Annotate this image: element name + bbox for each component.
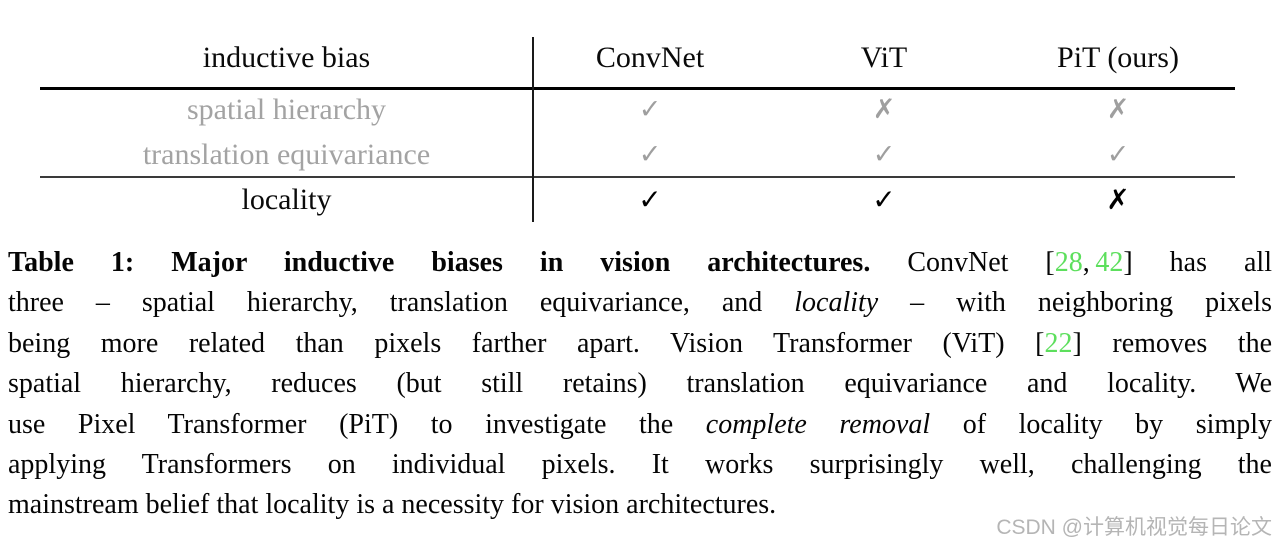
col-header-pit: PiT (ours) [1057,41,1179,74]
row-label-translation-equivariance: translation equivariance [142,137,431,171]
table-caption: Table 1: Major inductive biases in visio… [8,243,1272,526]
row-label-spatial-hierarchy: spatial hierarchy [186,92,387,126]
caption-title: Table 1: Major inductive biases in visio… [8,247,871,278]
cross-icon: ✗ [1106,182,1130,216]
caption-text: of locality by simply [930,408,1272,440]
caption-text: spatial hierarchy, reduces (but still re… [8,368,1272,400]
caption-line: mainstream belief that locality is a nec… [8,485,1272,525]
table-rule-header [40,87,1235,90]
caption-line: applying Transformers on individual pixe… [8,445,1272,485]
caption-text: three – spatial hierarchy, translation e… [8,287,795,319]
inductive-bias-table: inductive bias ConvNet ViT PiT (ours) sp… [40,37,1235,222]
caption-line: three – spatial hierarchy, translation e… [8,283,1272,323]
check-icon: ✓ [638,182,662,216]
col-header-convnet: ConvNet [595,41,705,74]
cross-icon: ✗ [1106,94,1130,125]
check-icon: ✓ [872,139,896,170]
check-icon: ✓ [638,94,662,125]
caption-line: spatial hierarchy, reduces (but still re… [8,364,1272,404]
csdn-watermark: CSDN @计算机视觉每日论文 [996,516,1272,539]
check-icon: ✓ [872,182,896,216]
caption-line: use Pixel Transformer (PiT) to investiga… [8,405,1272,445]
row-label-locality: locality [241,182,332,216]
caption-emphasis: locality [794,287,879,319]
caption-text: ] removes the [1072,327,1272,359]
check-icon: ✓ [1106,139,1130,170]
check-icon: ✓ [638,139,662,170]
table-column-divider [532,37,534,222]
caption-line: being more related than pixels farther a… [8,324,1272,364]
citation-link[interactable]: 22 [1044,327,1073,359]
caption-text: applying Transformers on individual pixe… [8,448,1272,480]
col-header-vit: ViT [860,41,908,74]
caption-text: mainstream belief that locality is a nec… [8,489,777,521]
caption-text: – with neighboring pixels [878,287,1272,319]
caption-emphasis: complete removal [705,408,931,440]
caption-text: ConvNet [ [870,247,1055,278]
caption-line: Table 1: Major inductive biases in visio… [8,243,1272,283]
caption-text: use Pixel Transformer (PiT) to investiga… [8,408,706,440]
citation-link[interactable]: 28 [1054,247,1083,278]
caption-text: being more related than pixels farther a… [8,327,1045,359]
citation-link[interactable]: 42 [1095,247,1124,278]
col-header-inductive-bias: inductive bias [202,41,371,74]
caption-text: , [1082,247,1096,278]
cross-icon: ✗ [872,94,896,125]
table-rule-mid [40,176,1235,178]
caption-text: ] has all [1123,247,1272,278]
